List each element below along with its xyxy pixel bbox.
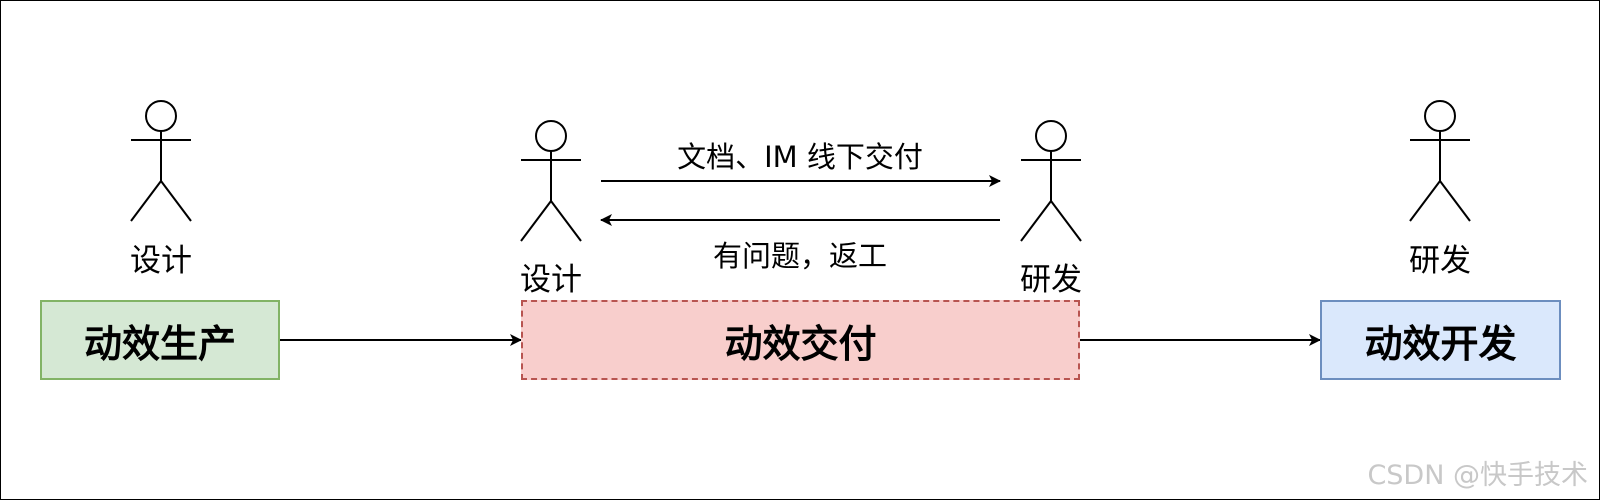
backward-message-label: 有问题，返工 — [712, 239, 888, 273]
development-box: 动效开发 — [1320, 300, 1561, 380]
designer-actor-icon — [130, 100, 192, 222]
delivery-box: 动效交付 — [521, 300, 1080, 380]
developer-label: 研发 — [1409, 243, 1471, 279]
watermark: CSDN @快手技术 — [1367, 460, 1588, 491]
developer-actor-icon — [1020, 120, 1082, 242]
forward-message-label: 文档、IM 线下交付 — [677, 140, 923, 174]
developer-actor-icon — [1409, 100, 1471, 222]
designer-actor-icon — [520, 120, 582, 242]
developer-label: 研发 — [1020, 262, 1082, 298]
production-box: 动效生产 — [40, 300, 280, 380]
designer-label: 设计 — [520, 262, 582, 298]
designer-label: 设计 — [130, 243, 192, 279]
